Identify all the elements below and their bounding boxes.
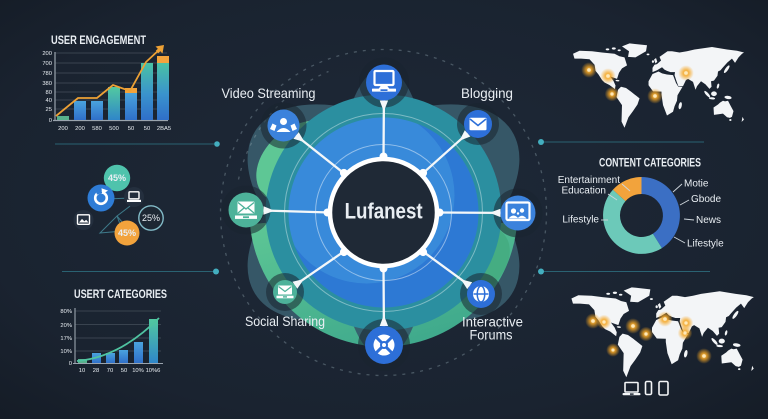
svg-text:Interactive: Interactive — [462, 315, 523, 330]
svg-text:Entertainment: Entertainment — [558, 175, 620, 186]
svg-text:0: 0 — [49, 118, 52, 124]
svg-text:70: 70 — [107, 368, 113, 374]
svg-text:700: 700 — [42, 61, 52, 67]
svg-text:25: 25 — [46, 107, 52, 113]
svg-text:Education: Education — [562, 186, 606, 197]
svg-text:Blogging: Blogging — [461, 85, 513, 101]
svg-text:50: 50 — [128, 126, 134, 132]
svg-text:50: 50 — [144, 126, 150, 132]
svg-text:Social Sharing: Social Sharing — [245, 313, 325, 329]
svg-text:45%: 45% — [118, 228, 136, 238]
svg-text:CONTENT CATEGORIES: CONTENT CATEGORIES — [599, 158, 701, 170]
svg-text:200: 200 — [75, 126, 85, 132]
svg-text:80: 80 — [46, 90, 52, 96]
svg-text:28: 28 — [93, 368, 99, 374]
svg-text:500: 500 — [109, 126, 119, 132]
svg-text:Video Streaming: Video Streaming — [222, 85, 316, 101]
svg-text:17%: 17% — [60, 336, 72, 342]
svg-text:Gbode: Gbode — [691, 194, 721, 205]
svg-text:Motie: Motie — [684, 179, 709, 190]
svg-text:10: 10 — [79, 368, 85, 374]
svg-text:Forums: Forums — [470, 328, 513, 343]
svg-text:45%: 45% — [108, 173, 126, 183]
svg-text:0: 0 — [69, 361, 72, 367]
svg-text:40: 40 — [46, 98, 52, 104]
svg-text:80%: 80% — [60, 309, 72, 315]
svg-text:10%: 10% — [132, 368, 144, 374]
svg-text:380: 380 — [42, 81, 52, 87]
svg-text:Lifestyle: Lifestyle — [687, 239, 724, 250]
svg-text:20%: 20% — [60, 323, 72, 329]
svg-text:200: 200 — [42, 51, 52, 57]
svg-text:780: 780 — [42, 71, 52, 77]
svg-text:10%: 10% — [60, 349, 72, 355]
svg-text:200: 200 — [58, 126, 68, 132]
svg-text:USER ENGAGEMENT: USER ENGAGEMENT — [51, 35, 146, 47]
svg-text:25%: 25% — [142, 213, 160, 223]
svg-text:USERT CATEGORIES: USERT CATEGORIES — [74, 289, 167, 301]
svg-text:2BA5: 2BA5 — [157, 126, 171, 132]
svg-text:10%6: 10%6 — [146, 368, 161, 374]
svg-text:Lifestyle: Lifestyle — [562, 215, 599, 226]
svg-text:50: 50 — [121, 368, 127, 374]
svg-text:News: News — [696, 215, 721, 226]
svg-text:580: 580 — [92, 126, 102, 132]
svg-text:Lufanest: Lufanest — [345, 199, 424, 224]
